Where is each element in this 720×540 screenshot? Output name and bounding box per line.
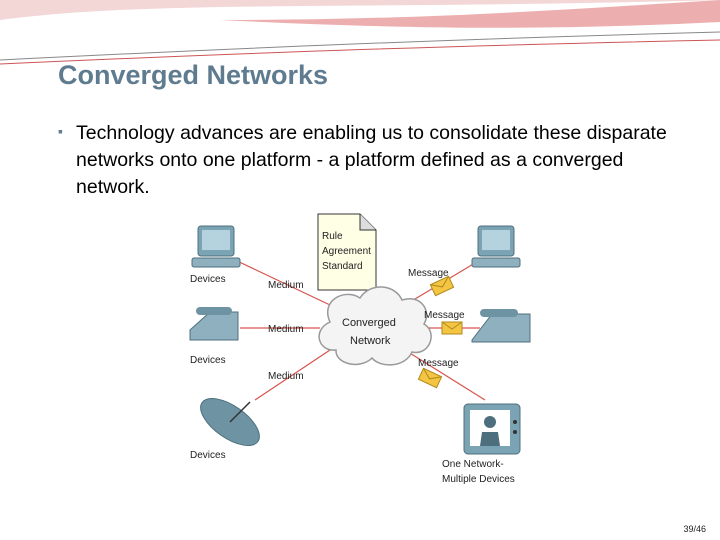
cloud-label-line-2: Network: [350, 335, 391, 347]
envelope-icon-3: [417, 367, 443, 389]
satellite-dish-icon: [200, 398, 260, 446]
cloud-icon: [318, 286, 432, 366]
computer-icon-right: [471, 225, 521, 268]
page-number: 39/46: [683, 524, 706, 534]
envelope-icon-2: [441, 321, 463, 335]
phone-icon-left: [189, 307, 239, 341]
medium-label-3: Medium: [268, 371, 304, 382]
message-label-3: Message: [418, 358, 459, 369]
slide-title: Converged Networks: [58, 60, 329, 90]
phone-icon-right: [471, 309, 531, 343]
one-network-label-line-1: One Network-: [442, 459, 504, 470]
devices-label-2: Devices: [190, 355, 226, 366]
doc-line-rule: Rule: [322, 231, 343, 242]
doc-line-agreement: Agreement: [322, 246, 371, 257]
tv-icon: [463, 403, 521, 455]
medium-label-2: Medium: [268, 324, 304, 335]
message-label-2: Message: [424, 310, 465, 321]
bullet-square-icon: ▪: [58, 123, 63, 139]
one-network-label-line-2: Multiple Devices: [442, 474, 515, 485]
cloud-label-line-1: Converged: [342, 317, 396, 329]
bullet-text: Technology advances are enabling us to c…: [76, 122, 667, 198]
doc-line-standard: Standard: [322, 261, 363, 272]
medium-label-1: Medium: [268, 280, 304, 291]
converged-network-diagram: Rule Agreement Standard Converged Networ…: [189, 213, 531, 485]
envelope-icon-1: [429, 275, 455, 297]
rule-document-icon: [317, 213, 377, 291]
message-label-1: Message: [408, 268, 449, 279]
devices-label-1: Devices: [190, 274, 226, 285]
devices-label-3: Devices: [190, 450, 226, 461]
header-swoosh-decoration: [0, 0, 720, 65]
computer-icon-left: [191, 225, 241, 268]
